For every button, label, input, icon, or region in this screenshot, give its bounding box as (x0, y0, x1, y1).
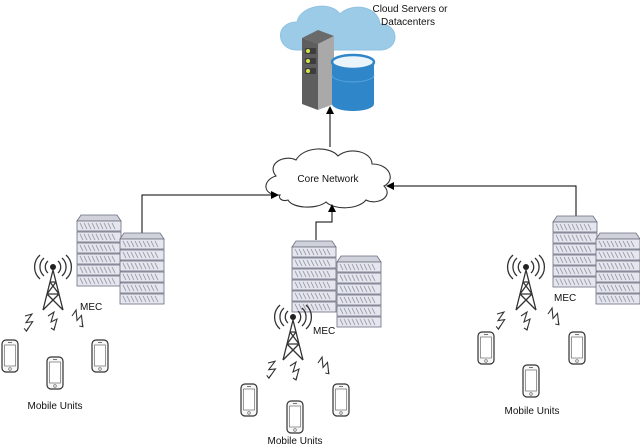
cell-tower-icon (273, 304, 313, 361)
mobile-phone-icon (240, 383, 258, 417)
left-mobile-units-label: Mobile Units (27, 401, 82, 412)
center-mec-to-core-link (315, 204, 336, 240)
lightning-link-icon (520, 311, 531, 331)
lightning-link-icon (315, 355, 333, 377)
right-mec-site (477, 216, 640, 398)
center-mec-label: MEC (313, 326, 335, 337)
lightning-link-icon (545, 306, 563, 328)
right-mec-label: MEC (554, 293, 576, 304)
right-mobile-units-label: Mobile Units (504, 406, 559, 417)
core-network-label: Core Network (297, 174, 359, 185)
lightning-link-icon (492, 309, 508, 331)
cloud-label-line1: Cloud Servers or (372, 4, 448, 15)
left-mec-label: MEC (80, 302, 102, 313)
mobile-phone-icon (1, 339, 19, 373)
lightning-link-icon (47, 311, 58, 331)
server-rack-icon (337, 256, 381, 327)
mobile-phone-icon (46, 356, 64, 390)
server-status-lights (305, 48, 316, 74)
cell-tower-icon (33, 254, 73, 311)
mobile-phone-icon (522, 364, 540, 398)
lightning-link-icon (262, 358, 279, 380)
mobile-phone-icon (286, 400, 304, 434)
cloud-label-line2: Datacenters (381, 17, 435, 28)
lightning-link-icon (289, 361, 300, 381)
server-rack-icon (553, 216, 597, 287)
mobile-phone-icon (477, 331, 495, 365)
connection-lines (141, 106, 577, 240)
mobile-phone-icon (332, 383, 350, 417)
cloud-datacenter-icon (280, 5, 396, 111)
server-rack-icon (120, 233, 164, 304)
core-network-cloud-icon (265, 148, 391, 209)
center-mec-site (240, 241, 381, 434)
server-rack-icon (77, 215, 121, 286)
server-rack-icon (596, 233, 640, 304)
server-rack-icon (292, 241, 336, 312)
left-mec-to-core-link (141, 191, 279, 237)
mobile-phone-icon (91, 339, 109, 373)
cell-tower-icon (506, 254, 546, 311)
mobile-phone-icon (568, 331, 586, 365)
lightning-link-icon (20, 311, 36, 333)
right-mec-to-core-link (386, 182, 577, 216)
center-mobile-units-label: Mobile Units (267, 436, 322, 447)
